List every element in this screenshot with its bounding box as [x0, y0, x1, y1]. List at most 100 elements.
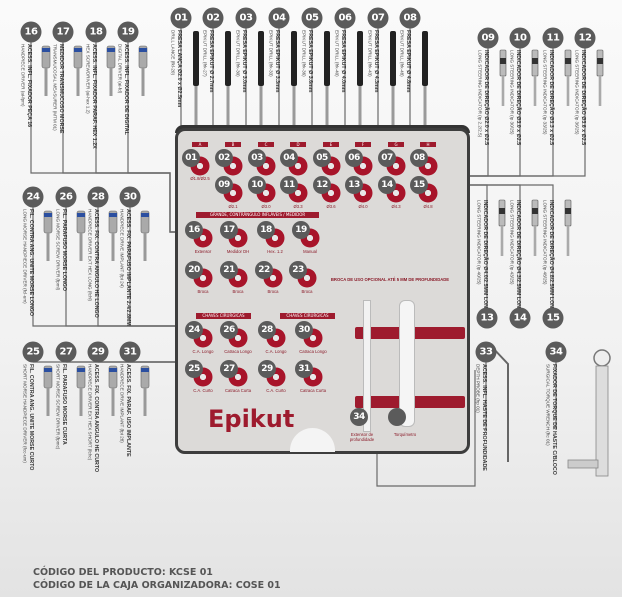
wrench-ring-icon — [593, 349, 611, 367]
indicator-band-13-icon — [499, 208, 505, 214]
case-badge-11: 11 — [280, 176, 298, 194]
case-badge-20: 20 — [185, 261, 203, 279]
indicator-shank-12-icon — [598, 76, 602, 106]
driver-tip-16-icon — [44, 68, 48, 96]
well-tab-7: G — [388, 142, 404, 147]
case-badge-01: 01 — [182, 149, 200, 167]
callout-title: ACESS. INFL. FIXADOR DE DIGITAL — [122, 44, 129, 135]
drill-shank-01-icon — [194, 86, 198, 126]
driver-band-30-icon — [141, 213, 149, 217]
callout-title: ACESS. INFL. FIXADOR PEÇA 16 — [25, 44, 32, 128]
case-badge-04: 04 — [280, 149, 298, 167]
case-badge-06: 06 — [345, 149, 363, 167]
callout-badge-25: 25 — [22, 341, 44, 363]
indicator-band-09-icon — [500, 58, 506, 64]
case-badge-24: 24 — [185, 321, 203, 339]
callout-badge-06: 06 — [334, 7, 356, 29]
callout-subtitle: LONG STEERING INDICATOR (ip 48/25) — [542, 200, 548, 285]
callout-title: ACESS. FIX. PARAFUSO IMPLANTE 2.4/2.8MM — [124, 209, 131, 326]
callout-subtitle: TRANSMUCOSAL MEASURER (MTM 01) — [52, 44, 58, 131]
drill-shank-08-icon — [423, 86, 427, 126]
case-badge-15: 15 — [410, 176, 428, 194]
callout-title: ACESS. INFL. FIXADOR PARAF. HEX 1.2X — [90, 44, 97, 149]
driver-tip-27-icon — [79, 388, 83, 416]
callout-subtitle: HANDPIECE DRIVER (ai-fpm) — [20, 44, 26, 107]
well-caption-31: Catraca Curta — [299, 388, 327, 393]
callout-subtitle: DRILL LANCE (fkl-20) — [170, 30, 176, 76]
well-caption-24: C.A. Longo — [192, 349, 214, 354]
case-badge-26: 26 — [220, 321, 238, 339]
well-caption-13: Ø4.0 — [358, 204, 368, 209]
callout-title: FIL. PARAFUSO MORSE CURTA — [60, 364, 67, 445]
indicator-shank-13-icon — [500, 226, 504, 256]
callout-subtitle: SHORT MORSE HANDPIECE DRIVER (fcc-um) — [22, 364, 28, 463]
probe-label: Extensor de profundidade — [349, 432, 375, 442]
driver-band-26-icon — [77, 213, 85, 217]
callout-badge-17: 17 — [52, 21, 74, 43]
callout-badge-08: 08 — [399, 7, 421, 29]
callout-title: MEDIDOR TRANSMUCOSO MORSE — [57, 44, 64, 134]
callout-title: FIL. CONTRA ANG. UNITE MORSE CURTO — [27, 364, 34, 471]
callout-title: INDICADOR DE DIREÇÃO Ø4.0/2.5MM LONGO — [481, 200, 488, 317]
connector-15 — [466, 184, 554, 308]
callout-subtitle: LONG STEERING INDICATOR (ip 36/25) — [574, 50, 580, 135]
drill-02-icon — [225, 31, 231, 86]
well-caption-10: Ø3.0 — [261, 204, 271, 209]
driver-band-24-icon — [44, 213, 52, 217]
driver-tip-25-icon — [46, 388, 50, 416]
callout-badge-03: 03 — [235, 7, 257, 29]
case-badge-30: 30 — [295, 321, 313, 339]
callout-title: FRESA EPIKUT Ø 2.7mm — [207, 30, 214, 93]
callout-badge-04: 04 — [268, 7, 290, 29]
drill-08-icon — [422, 31, 428, 86]
callout-title: ACESS. FIX. CONTRA ANGULO HE LONGO — [92, 209, 99, 318]
driver-tip-17-icon — [76, 68, 80, 96]
callout-title: ACESS. INFL. HASTE DE PROFUNDIDADE — [480, 364, 487, 471]
callout-title: FRESA EPIKUT Ø 3.6mm — [306, 30, 313, 93]
well-caption-19: Manual — [303, 249, 317, 254]
connector-12 — [466, 48, 586, 177]
callout-badge-01: 01 — [170, 7, 192, 29]
callout-title: FRESA EPIKUT Ø 3.3mm — [273, 30, 280, 93]
case-banner-left: CHAVES CIRÚRGICAS — [196, 313, 251, 319]
drill-07-icon — [390, 31, 396, 86]
driver-tip-31-icon — [143, 388, 147, 416]
case-badge-07: 07 — [378, 149, 396, 167]
well-caption-26: Catraca Longo — [224, 349, 252, 354]
case-badge-19: 19 — [292, 221, 310, 239]
well-caption-29: C.A. Curto — [266, 388, 286, 393]
callout-title: INDICADOR DE DIREÇÃO Ø3.3 x Ø2.5 — [547, 50, 554, 146]
callout-badge-33: 33 — [475, 341, 497, 363]
case-badge-27: 27 — [220, 360, 238, 378]
well-caption-16: Extensor — [194, 249, 212, 254]
callout-subtitle: DEPTH PROBE (hp 01) — [475, 364, 481, 413]
well-caption-11: Ø3.3 — [293, 204, 303, 209]
callout-subtitle: EPIKUT DRILL (frk-33) — [268, 30, 274, 77]
callout-badge-34: 34 — [545, 341, 567, 363]
case-badge-34 — [388, 408, 406, 426]
callout-title: FIL. PARAFUSO MORSE LONGO — [60, 209, 67, 292]
driver-band-31-icon — [141, 368, 149, 372]
case-badge-05: 05 — [313, 149, 331, 167]
callout-badge-29: 29 — [87, 341, 109, 363]
callout-badge-05: 05 — [301, 7, 323, 29]
driver-band-19-icon — [139, 48, 147, 52]
callout-title: INDICADOR DE DIREÇÃO Ø4.8/2.5MM LONGO — [547, 200, 554, 317]
callout-subtitle: LONG MORSE HANDPIECE DRIVER (fcl-um) — [22, 209, 28, 304]
drill-shank-05-icon — [325, 86, 329, 126]
callout-badge-13: 13 — [476, 307, 498, 329]
well-caption-21: Broca — [232, 289, 244, 294]
callout-subtitle: DIGITAL DRIVER (ai-fd) — [117, 44, 123, 94]
well-caption-14: Ø4.3 — [391, 204, 401, 209]
callout-badge-02: 02 — [202, 7, 224, 29]
